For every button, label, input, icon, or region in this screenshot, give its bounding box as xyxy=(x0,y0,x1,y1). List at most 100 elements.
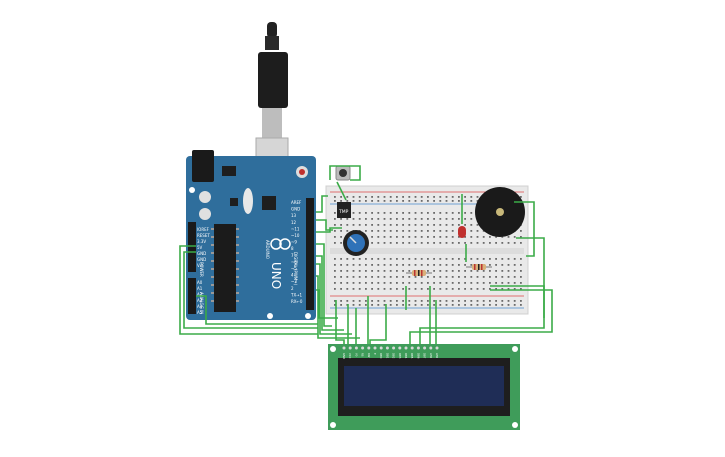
breadboard-hole[interactable] xyxy=(402,242,404,244)
breadboard-hole[interactable] xyxy=(340,196,342,198)
breadboard-hole[interactable] xyxy=(420,242,423,244)
breadboard-hole[interactable] xyxy=(439,224,442,226)
breadboard-hole[interactable] xyxy=(501,304,504,306)
breadboard-hole[interactable] xyxy=(389,230,392,232)
breadboard-hole[interactable] xyxy=(445,288,448,290)
breadboard-hole[interactable] xyxy=(501,300,504,302)
breadboard-hole[interactable] xyxy=(489,264,491,266)
breadboard-hole[interactable] xyxy=(414,200,417,202)
breadboard-hole[interactable] xyxy=(346,276,349,278)
breadboard-hole[interactable] xyxy=(334,200,336,202)
breadboard-hole[interactable] xyxy=(482,242,485,244)
breadboard-hole[interactable] xyxy=(439,230,442,232)
breadboard-hole[interactable] xyxy=(371,264,373,266)
breadboard-hole[interactable] xyxy=(433,196,435,198)
breadboard-hole[interactable] xyxy=(476,258,479,260)
breadboard-hole[interactable] xyxy=(501,236,504,238)
wires[interactable] xyxy=(179,165,553,348)
breadboard-hole[interactable] xyxy=(365,258,367,260)
breadboard-hole[interactable] xyxy=(389,218,392,220)
breadboard-hole[interactable] xyxy=(495,304,497,306)
breadboard-hole[interactable] xyxy=(495,236,497,238)
breadboard-hole[interactable] xyxy=(408,282,411,284)
breadboard-hole[interactable] xyxy=(383,288,386,290)
breadboard-hole[interactable] xyxy=(352,270,355,272)
breadboard-hole[interactable] xyxy=(396,304,398,306)
piezo-buzzer[interactable] xyxy=(475,187,525,237)
breadboard-hole[interactable] xyxy=(513,282,516,284)
breadboard-hole[interactable] xyxy=(358,196,361,198)
breadboard-hole[interactable] xyxy=(445,218,448,220)
breadboard-hole[interactable] xyxy=(458,224,460,226)
breadboard-hole[interactable] xyxy=(414,236,417,238)
breadboard-hole[interactable] xyxy=(501,264,504,266)
breadboard-hole[interactable] xyxy=(389,242,392,244)
breadboard-hole[interactable] xyxy=(396,264,398,266)
breadboard-hole[interactable] xyxy=(340,264,342,266)
breadboard-hole[interactable] xyxy=(396,288,398,290)
breadboard-hole[interactable] xyxy=(520,276,522,278)
breadboard-hole[interactable] xyxy=(408,196,411,198)
breadboard-hole[interactable] xyxy=(507,258,510,260)
lcd-pin[interactable] xyxy=(429,346,433,350)
breadboard-hole[interactable] xyxy=(352,282,355,284)
breadboard-hole[interactable] xyxy=(445,236,448,238)
breadboard-hole[interactable] xyxy=(433,304,435,306)
breadboard-hole[interactable] xyxy=(414,288,417,290)
breadboard-hole[interactable] xyxy=(408,300,411,302)
breadboard-hole[interactable] xyxy=(427,196,429,198)
breadboard-hole[interactable] xyxy=(402,224,404,226)
breadboard-hole[interactable] xyxy=(402,304,404,306)
breadboard-hole[interactable] xyxy=(346,282,349,284)
breadboard-hole[interactable] xyxy=(427,218,429,220)
breadboard-hole[interactable] xyxy=(520,242,522,244)
breadboard-hole[interactable] xyxy=(520,264,522,266)
breadboard-hole[interactable] xyxy=(383,282,386,284)
breadboard-hole[interactable] xyxy=(420,218,423,220)
breadboard-hole[interactable] xyxy=(513,242,516,244)
breadboard-hole[interactable] xyxy=(451,270,454,272)
breadboard-hole[interactable] xyxy=(495,270,497,272)
breadboard-hole[interactable] xyxy=(334,282,336,284)
breadboard-hole[interactable] xyxy=(371,300,373,302)
breadboard-hole[interactable] xyxy=(520,196,522,198)
breadboard-hole[interactable] xyxy=(383,224,386,226)
analog-header[interactable] xyxy=(188,278,196,314)
breadboard-hole[interactable] xyxy=(334,270,336,272)
breadboard-hole[interactable] xyxy=(377,230,380,232)
breadboard-hole[interactable] xyxy=(489,304,491,306)
breadboard-hole[interactable] xyxy=(470,212,473,214)
breadboard-hole[interactable] xyxy=(414,304,417,306)
breadboard-hole[interactable] xyxy=(334,264,336,266)
breadboard-hole[interactable] xyxy=(451,200,454,202)
breadboard-hole[interactable] xyxy=(389,258,392,260)
breadboard-hole[interactable] xyxy=(445,270,448,272)
breadboard-hole[interactable] xyxy=(402,300,404,302)
breadboard-hole[interactable] xyxy=(358,200,361,202)
breadboard-hole[interactable] xyxy=(458,304,460,306)
breadboard-hole[interactable] xyxy=(464,276,466,278)
breadboard-hole[interactable] xyxy=(358,276,361,278)
breadboard-hole[interactable] xyxy=(389,276,392,278)
lcd-pin[interactable] xyxy=(392,346,396,350)
breadboard-hole[interactable] xyxy=(451,304,454,306)
breadboard-hole[interactable] xyxy=(377,264,380,266)
breadboard-hole[interactable] xyxy=(389,282,392,284)
breadboard-hole[interactable] xyxy=(433,230,435,232)
breadboard-hole[interactable] xyxy=(476,282,479,284)
breadboard-hole[interactable] xyxy=(433,270,435,272)
breadboard-hole[interactable] xyxy=(408,218,411,220)
breadboard-hole[interactable] xyxy=(476,224,479,226)
breadboard-hole[interactable] xyxy=(352,200,355,202)
breadboard-hole[interactable] xyxy=(389,300,392,302)
breadboard-hole[interactable] xyxy=(358,270,361,272)
breadboard-hole[interactable] xyxy=(358,264,361,266)
breadboard-hole[interactable] xyxy=(396,276,398,278)
lcd-pin[interactable] xyxy=(342,346,346,350)
breadboard-hole[interactable] xyxy=(334,242,336,244)
breadboard-hole[interactable] xyxy=(458,242,460,244)
breadboard-hole[interactable] xyxy=(495,282,497,284)
breadboard-hole[interactable] xyxy=(340,288,342,290)
breadboard-hole[interactable] xyxy=(464,236,466,238)
